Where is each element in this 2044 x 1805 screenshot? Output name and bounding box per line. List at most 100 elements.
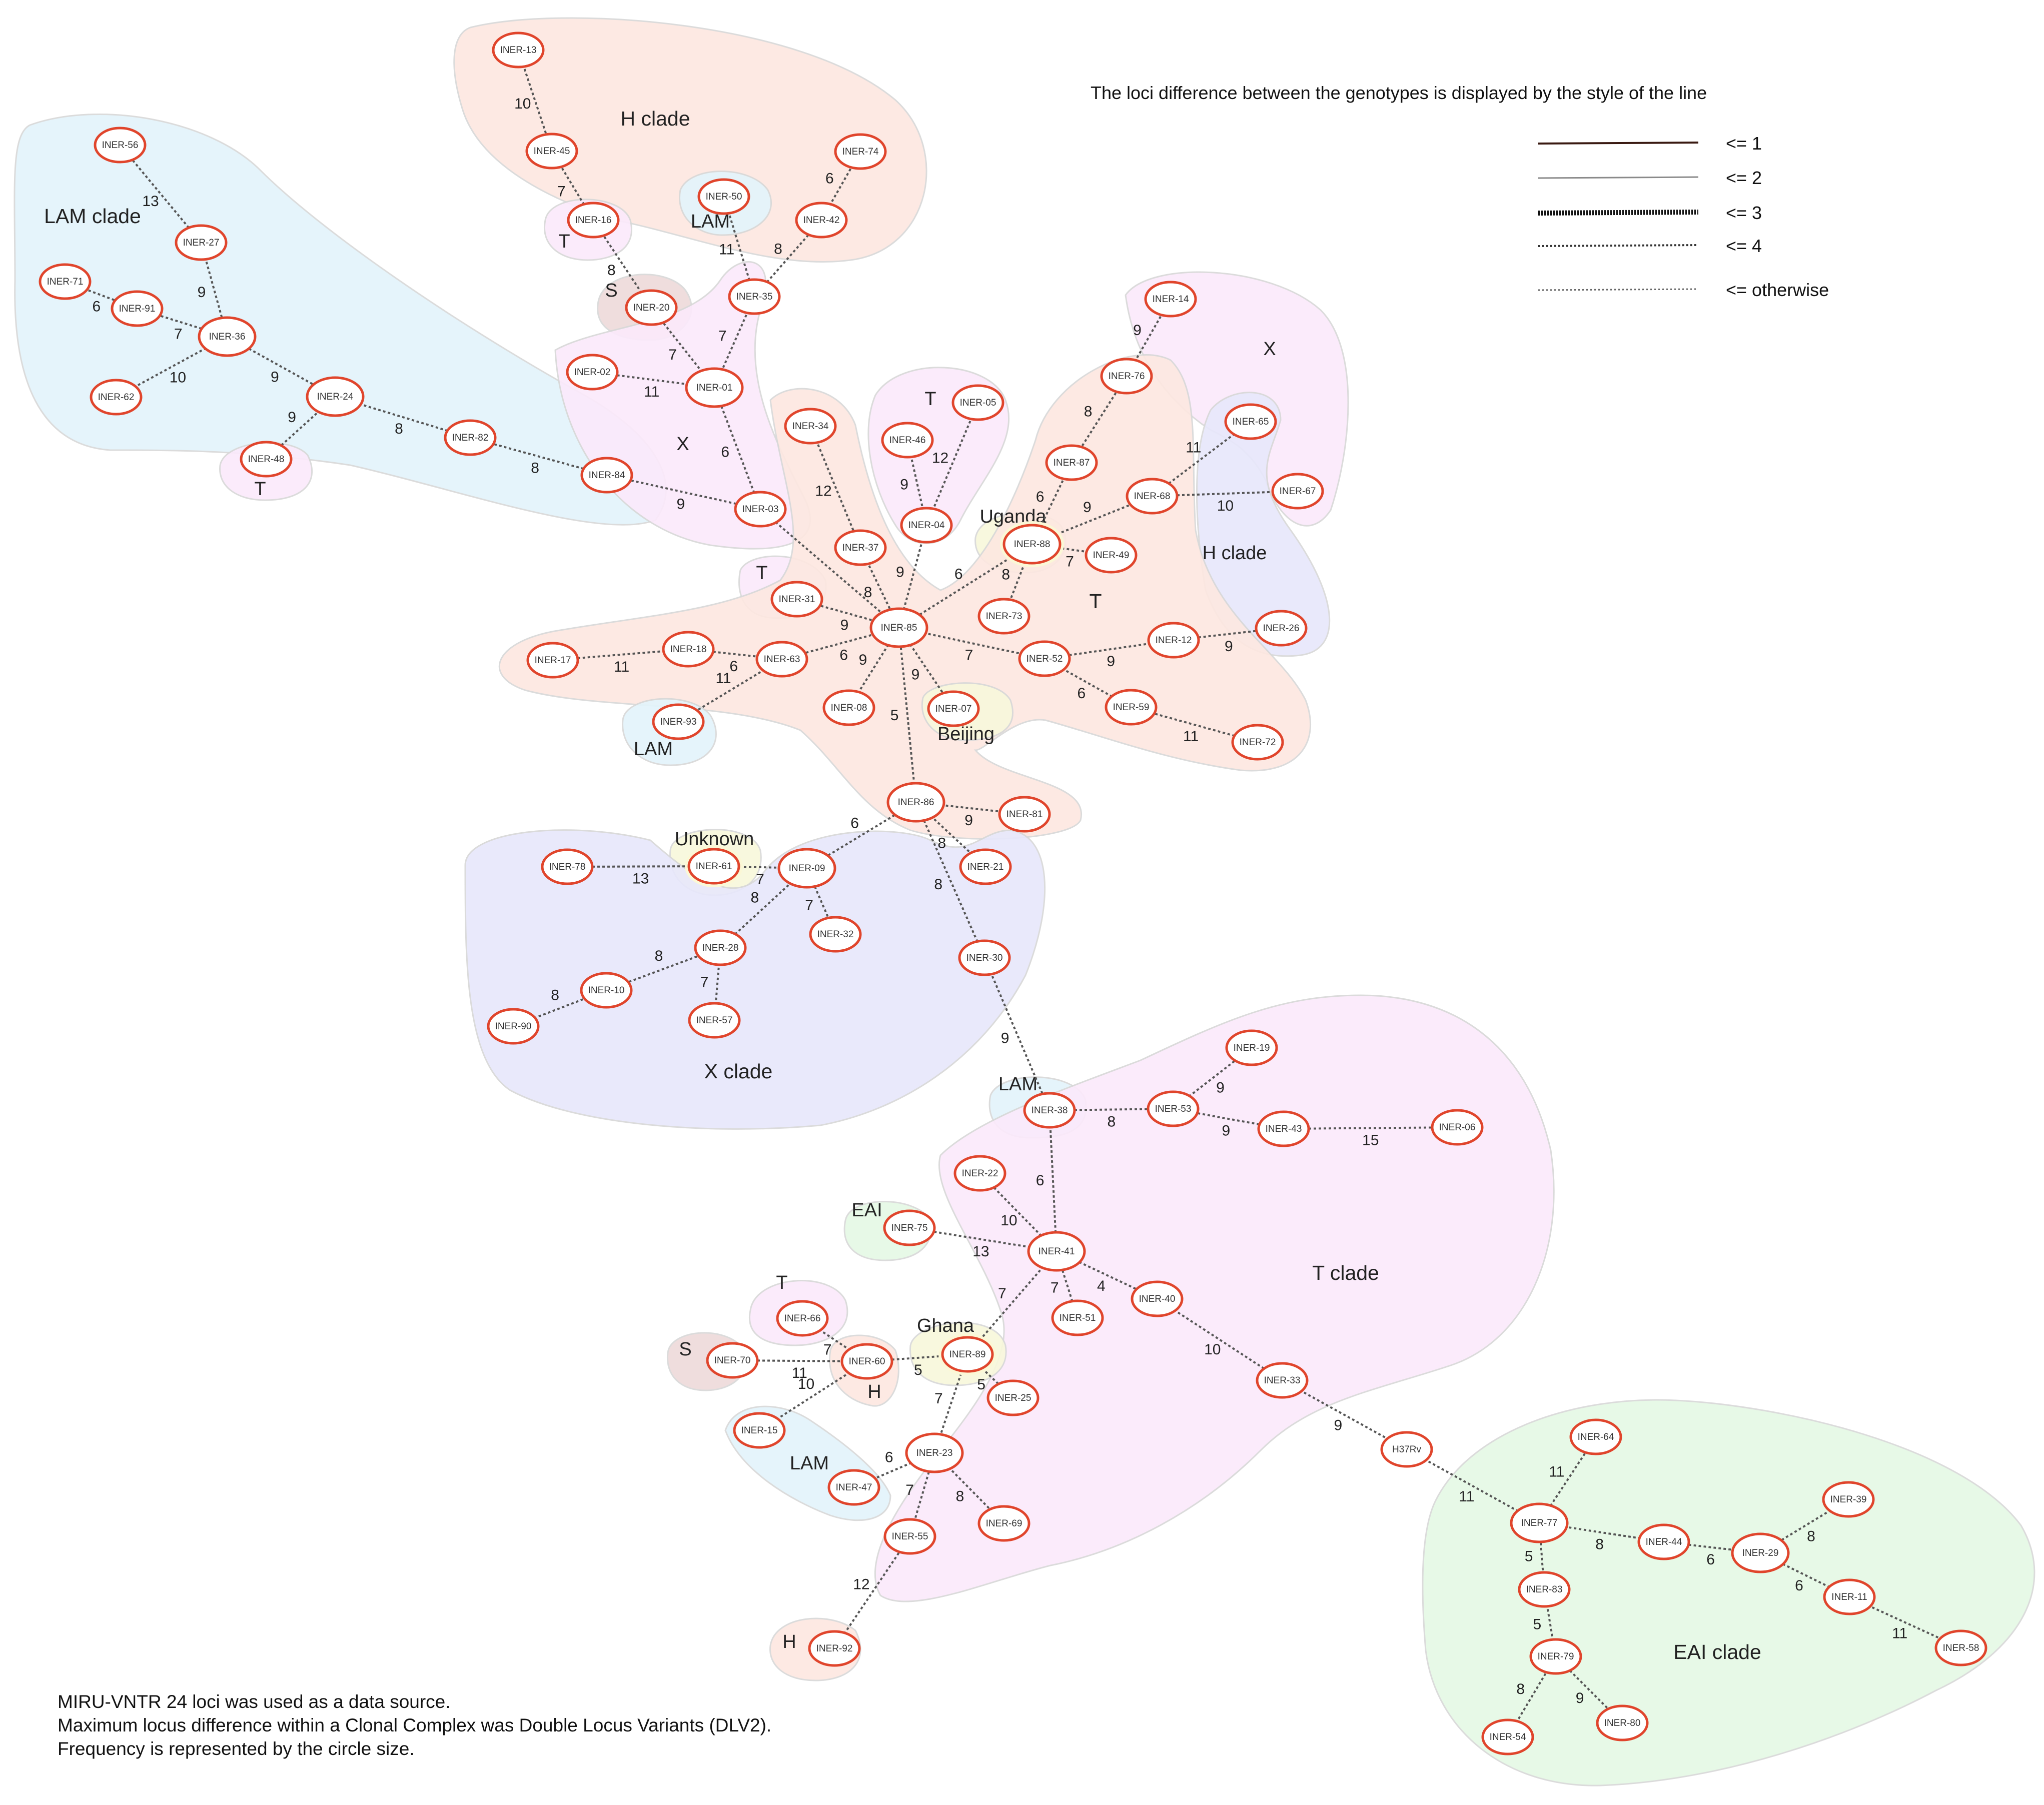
node-label: INER-21: [967, 862, 1004, 872]
legend-item-label: <= 2: [1726, 168, 1762, 188]
node-label: INER-79: [1538, 1651, 1574, 1662]
node-label: INER-28: [702, 943, 739, 953]
genotype-node: INER-70: [706, 1342, 759, 1379]
edge-label: 13: [972, 1243, 989, 1260]
node-label: INER-69: [986, 1518, 1023, 1529]
edge-label: 7: [905, 1482, 914, 1498]
legend-item-label: <= otherwise: [1726, 280, 1829, 300]
node-label: INER-01: [696, 383, 733, 393]
node-label: INER-81: [1006, 809, 1043, 820]
genotype-node: INER-09: [777, 848, 836, 889]
edge-label: 7: [668, 347, 677, 363]
node-label: INER-86: [898, 797, 934, 808]
node-circle: [1934, 1629, 1987, 1666]
network-edge: [1282, 1379, 1407, 1450]
edge-label: 13: [632, 870, 649, 887]
edge-label: 7: [718, 328, 727, 344]
node-circle: [958, 939, 1011, 976]
edge-label: 11: [719, 242, 734, 258]
node-circle: [1822, 1481, 1875, 1518]
genotype-node: INER-45: [525, 133, 578, 170]
node-label: INER-78: [549, 862, 586, 872]
node-label: INER-85: [881, 623, 917, 633]
genotype-node: INER-85: [869, 607, 928, 648]
edge-label: 10: [1217, 498, 1234, 514]
node-circle: [941, 1336, 994, 1373]
node-label: INER-14: [1153, 294, 1189, 305]
clade-region: [14, 114, 667, 526]
genotype-node: INER-62: [90, 379, 143, 416]
edge-label: 8: [937, 835, 946, 851]
node-circle: [953, 1155, 1006, 1192]
edge-label: 6: [93, 298, 101, 315]
node-label: INER-50: [706, 192, 742, 202]
node-circle: [1002, 524, 1062, 565]
genotype-node: INER-84: [580, 457, 633, 494]
legend-line-sample: [1538, 288, 1699, 291]
genotype-node: INER-55: [883, 1518, 936, 1555]
genotype-node: INER-44: [1637, 1523, 1690, 1560]
genotype-node: INER-04: [900, 507, 953, 544]
edge-label: 8: [956, 1488, 964, 1505]
node-label: INER-44: [1646, 1537, 1682, 1547]
node-circle: [998, 796, 1051, 833]
node-circle: [1147, 622, 1200, 659]
footer-line-2: Maximum locus difference within a Clonal…: [58, 1715, 771, 1735]
edge-label: 11: [1183, 728, 1199, 745]
genotype-node: INER-05: [951, 384, 1004, 421]
node-circle: [90, 379, 143, 416]
node-label: INER-61: [696, 861, 732, 872]
node-label: INER-87: [1054, 458, 1090, 468]
genotype-node: INER-37: [834, 529, 887, 566]
edge-label: 7: [805, 897, 813, 914]
genotype-node: INER-34: [784, 408, 837, 445]
node-label: INER-34: [792, 421, 829, 432]
node-label: INER-20: [633, 303, 670, 313]
genotype-node: INER-67: [1271, 473, 1324, 510]
genotype-node: INER-41: [1027, 1231, 1086, 1272]
node-label: INER-90: [495, 1021, 532, 1032]
genotype-node: INER-24: [306, 376, 365, 417]
edge-label: 6: [825, 171, 834, 187]
region-label: T: [254, 479, 266, 500]
node-label: INER-11: [1831, 1592, 1867, 1602]
region-label: Ghana: [917, 1315, 974, 1336]
node-circle: [1481, 1718, 1534, 1755]
genotype-node: INER-22: [953, 1155, 1006, 1192]
node-circle: [1510, 1502, 1569, 1543]
node-circle: [905, 1432, 964, 1473]
node-circle: [834, 529, 887, 566]
genotype-node: INER-40: [1131, 1280, 1184, 1317]
edge-label: 6: [1706, 1551, 1715, 1568]
node-circle: [809, 916, 862, 953]
edge-label: 11: [644, 384, 659, 400]
legend-items: <= 1<= 2<= 3<= 4<= otherwise: [1538, 133, 1829, 300]
genotype-node: INER-76: [1100, 358, 1153, 395]
genotype-node: INER-91: [111, 290, 164, 327]
node-label: INER-66: [784, 1313, 821, 1324]
node-circle: [240, 441, 293, 478]
genotype-node: INER-31: [770, 581, 823, 618]
node-label: INER-65: [1233, 417, 1269, 427]
genotype-node: INER-69: [977, 1505, 1031, 1542]
genotype-node: INER-90: [487, 1008, 540, 1045]
legend-item-label: <= 4: [1726, 236, 1762, 256]
genotype-node: H37Rv: [1380, 1431, 1433, 1468]
node-label: INER-72: [1240, 737, 1276, 748]
edge-label: 8: [864, 584, 872, 601]
node-circle: [977, 598, 1031, 635]
edge-label: 9: [1334, 1417, 1343, 1434]
node-label: INER-91: [119, 304, 156, 314]
node-label: INER-73: [986, 611, 1023, 622]
node-label: INER-39: [1830, 1494, 1867, 1505]
edge-label: 9: [1216, 1079, 1225, 1096]
node-circle: [706, 1342, 759, 1379]
node-circle: [733, 1412, 786, 1449]
node-circle: [881, 422, 934, 459]
node-circle: [492, 32, 545, 69]
region-label: H clade: [620, 107, 690, 130]
genotype-node: INER-58: [1934, 1629, 1987, 1666]
node-label: INER-45: [534, 146, 570, 157]
node-circle: [883, 1209, 936, 1246]
